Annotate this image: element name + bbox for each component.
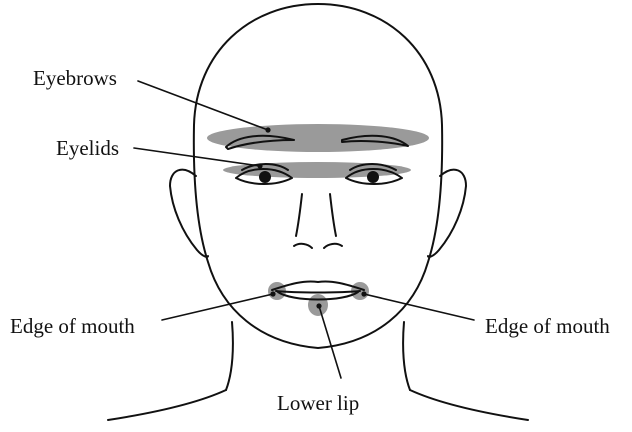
lower-lip-leader [319,306,341,378]
nose-left-line [296,194,302,236]
shoulder-left [108,390,226,420]
left-pupil [259,171,271,183]
lower-lip-label: Lower lip [277,391,359,415]
neck-left [226,322,233,390]
edge-of-mouth-left-label: Edge of mouth [10,314,135,338]
highlight-regions [207,124,429,316]
eyebrows-label: Eyebrows [33,66,117,90]
edge-of-mouth-right-leader [364,294,474,320]
right-nostril [324,244,342,248]
upper-lip [272,281,364,290]
edge-of-mouth-left-pointer-dot [270,291,275,296]
edge-of-mouth-right-pointer-dot [361,291,366,296]
eyelids-label: Eyelids [56,136,119,160]
edge-of-mouth-left-leader [162,294,273,320]
eyebrows-pointer-dot [265,127,270,132]
lower-lip-pointer-dot [316,303,321,308]
eyelids-leader [134,148,260,166]
nose-right-line [330,194,336,236]
eyebrows-leader [138,81,268,130]
left-nostril [294,244,312,248]
face-line-art [108,4,528,420]
mouth-line [276,291,360,293]
neck-right [403,322,410,390]
shoulder-right [410,390,528,420]
right-pupil [367,171,379,183]
edge-of-mouth-right-label: Edge of mouth [485,314,610,338]
eyelids-pointer-dot [257,163,262,168]
